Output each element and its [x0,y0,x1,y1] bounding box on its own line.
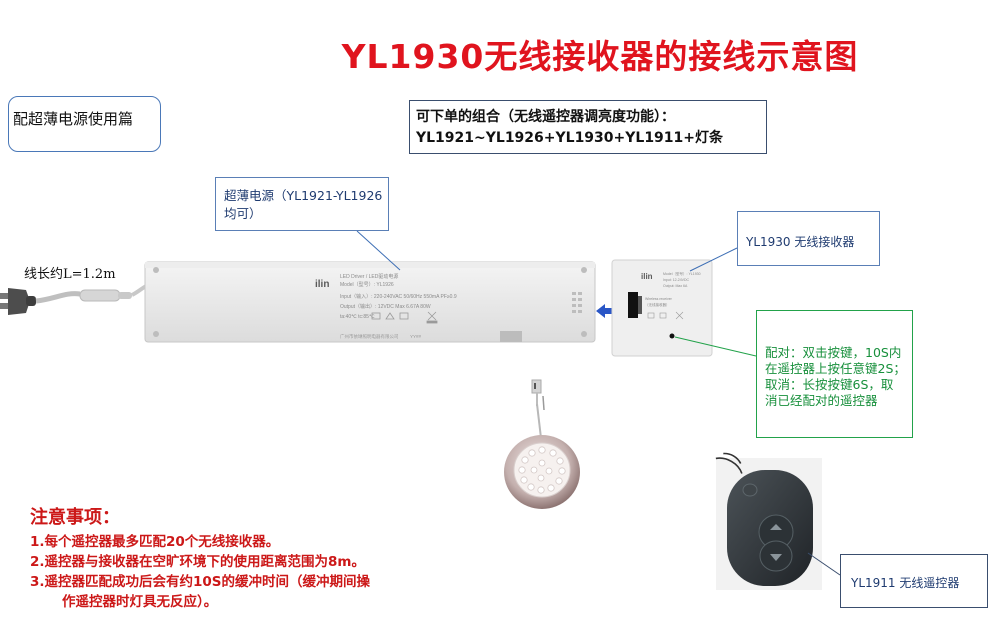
remote-callout-text: YL1911 无线遥控器 [851,576,960,590]
cable-length-label: 线长约L=1.2m [24,267,116,282]
combo-line2: YL1921~YL1926+YL1930+YL1911+灯条 [416,130,724,146]
power-supply-unit: ilin LED Driver / LED驱动电源 Model（型号）: YL1… [144,261,596,343]
psu-callout-line2: 均可） [224,206,262,221]
psu-label-line1: LED Driver / LED驱动电源 [340,273,398,280]
signal-wave-icon [715,452,743,474]
pairing-button [669,333,675,339]
combo-box: 可下单的组合（无线遥控器调亮度功能）： YL1921~YL1926+YL1930… [409,100,767,154]
receiver-label-line3: Output: Max 6A [663,284,688,288]
wireless-receiver-device: ilin Model（型号）: YL1930 Input: 12-24VDC O… [611,259,713,357]
psu-label-footer: 广州市依琳照明电器有限公司 [340,333,399,340]
receiver-callout: YL1930 无线接收器 [737,211,880,266]
receiver-brand: ilin [641,272,653,281]
receiver-label-line4: Wireless receiver [645,297,673,301]
power-plug-icon [0,288,36,315]
psu-callout-line1: 超薄电源（YL1921-YL1926 [224,188,383,203]
led-puck-light [504,403,580,509]
receiver-label-line5: （无线接收器） [645,302,670,307]
remote-pointer-line [807,552,841,576]
psu-label-line5: ta:40℃ tc:85℃ [340,314,375,320]
wireless-remote-device [716,458,822,590]
pairing-line1: 配对：双击按键，10S内 [765,345,902,360]
arrow-left-icon [596,304,613,318]
mode-label: 配超薄电源使用篇 [13,110,134,128]
notes-title: 注意事项： [30,507,120,528]
psu-label-line3: Input（输入）: 220-240VAC 50/60Hz 550mA PF≥0… [340,293,457,300]
pairing-line4: 消已经配对的遥控器 [765,393,878,408]
receiver-callout-text: YL1930 无线接收器 [746,235,855,249]
pairing-instructions-box: 配对：双击按键，10S内 在遥控器上按任意键2S； 取消：长按按键6S，取 消已… [756,310,913,438]
pairing-line2: 在遥控器上按任意键2S； [765,361,906,376]
combo-line1: 可下单的组合（无线遥控器调亮度功能）： [416,109,675,125]
notes-section: 注意事项： 1.每个遥控器最多匹配20个无线接收器。 2.遥控器与接收器在空旷环… [30,503,370,612]
wire-plug-icon [531,379,545,411]
psu-pointer-line [356,230,401,271]
receiver-pointer-line [689,247,738,272]
remote-callout: YL1911 无线遥控器 [840,554,988,608]
note-item-3-continued: 作遥控器时灯具无反应）。 [62,594,218,610]
psu-label-line4: Output（输出）: 12VDC Max 6.67A 80W [340,303,431,310]
psu-cert-icons [371,311,438,324]
psu-label-line2: Model（型号）: YL1926 [340,281,394,288]
note-item-3: 3.遥控器匹配成功后会有约10S的缓冲时间（缓冲期间操 [30,574,371,590]
psu-brand: ilin [315,279,329,290]
psu-label-code: YY## [410,334,422,339]
receiver-label-line1: Model（型号）: YL1930 [663,271,701,276]
dc-connector-icon [79,289,132,302]
mode-label-box: 配超薄电源使用篇 [8,96,161,152]
page-title: YL1930无线接收器的接线示意图 [341,37,859,76]
psu-callout: 超薄电源（YL1921-YL1926 均可） [215,177,389,231]
note-item-2: 2.遥控器与接收器在空旷环境下的使用距离范围为8m。 [30,554,365,570]
pairing-pointer-line [674,336,757,357]
note-item-1: 1.每个遥控器最多匹配20个无线接收器。 [30,534,280,550]
pairing-line3: 取消：长按按键6S，取 [765,377,894,392]
ac-cable [35,291,81,304]
receiver-label-line2: Input: 12-24VDC [663,278,690,282]
